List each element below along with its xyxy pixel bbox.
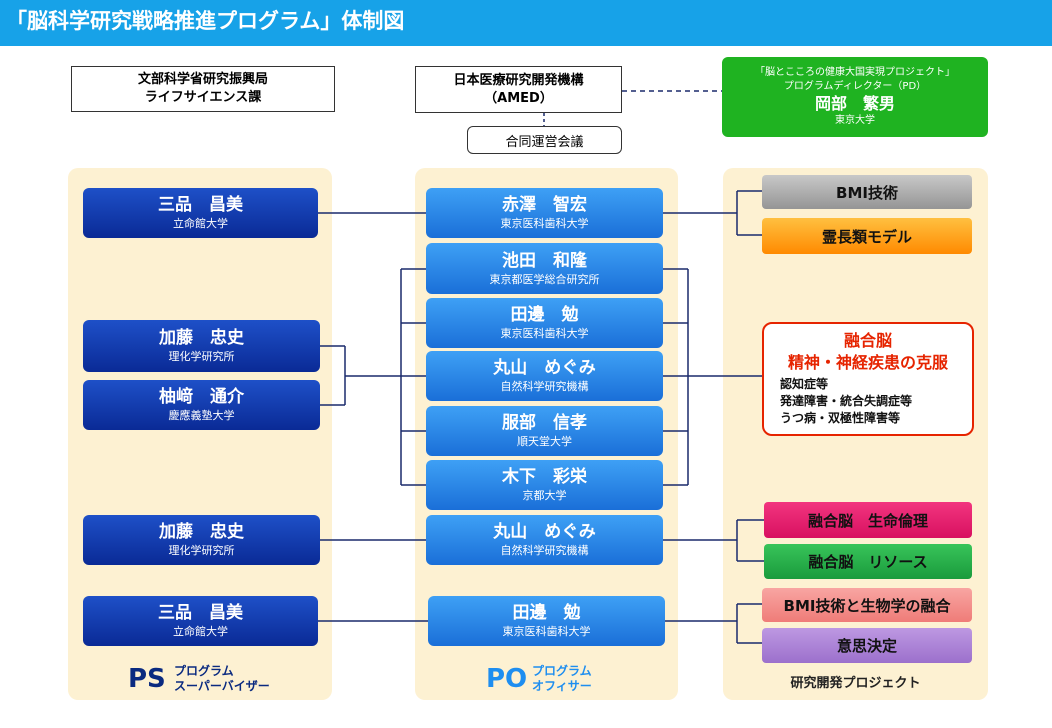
project-footer: 研究開発プロジェクト (790, 676, 921, 691)
po-footer-line1: プログラム (532, 664, 592, 678)
council-box: 合同運営会議 (467, 126, 622, 154)
amed-line1: 日本医療研究開発機構 (453, 72, 584, 88)
pd-title: 「脳とこころの健康大国実現プロジェクト」 (755, 67, 955, 78)
fusion-title: 融合脳 (843, 331, 892, 350)
ps-footer-line1: プログラム (174, 664, 234, 678)
amed-box: 日本医療研究開発機構 （AMED） (415, 66, 622, 113)
po-name: 木下 彩栄 (502, 467, 587, 487)
council-label: 合同運営会議 (505, 134, 584, 150)
po-box-1: 赤澤 智宏 東京医科歯科大学 (426, 188, 663, 238)
fusion-item: 認知症等 (780, 377, 829, 391)
ps-name: 加藤 忠史 (159, 522, 244, 542)
po-affiliation: 東京都医学総合研究所 (489, 272, 600, 286)
po-footer-line2: オフィサー (532, 679, 592, 693)
po-affiliation: 東京医科歯科大学 (502, 625, 591, 638)
project-bmi-bio: BMI技術と生物学の融合 (762, 588, 972, 622)
ps-name: 柚﨑 通介 (159, 387, 244, 407)
po-footer-abbr: PO (486, 664, 528, 694)
project-decision-label: 意思決定 (836, 637, 897, 655)
pd-name: 岡部 繁男 (814, 94, 895, 113)
po-name: 赤澤 智宏 (502, 195, 587, 215)
fusion-item: 発達障害・統合失調症等 (780, 394, 913, 408)
page-title: 「脳科学研究戦略推進プログラム」体制図 (6, 9, 405, 33)
ps-affiliation: 立命館大学 (173, 217, 228, 230)
ps-affiliation: 慶應義塾大学 (168, 409, 235, 422)
ps-affiliation: 立命館大学 (173, 625, 228, 638)
fusion-subtitle: 精神・神経疾患の克服 (787, 353, 948, 372)
po-name: 田邊 勉 (510, 305, 579, 325)
project-resource: 融合脳 リソース (764, 544, 972, 579)
project-fusion: 融合脳 精神・神経疾患の克服 認知症等 発達障害・統合失調症等 うつ病・双極性障… (762, 322, 974, 436)
amed-line2: （AMED） (484, 90, 553, 106)
po-name: 田邊 勉 (512, 603, 581, 623)
po-affiliation: 京都大学 (522, 489, 567, 502)
po-name: 服部 信孝 (502, 413, 587, 433)
ps-footer-line2: スーパーバイザー (174, 679, 270, 693)
mext-box: 文部科学省研究振興局 ライフサイエンス課 (71, 66, 335, 112)
po-box-5: 服部 信孝 順天堂大学 (426, 406, 663, 456)
project-primate: 霊長類モデル (762, 218, 972, 254)
po-box-8: 田邊 勉 東京医科歯科大学 (428, 596, 665, 646)
po-name: 丸山 めぐみ (493, 358, 596, 378)
fusion-item: うつ病・双極性障害等 (780, 411, 901, 425)
po-box-6: 木下 彩栄 京都大学 (426, 460, 663, 510)
ps-footer: PS プログラム スーパーバイザー (128, 662, 328, 696)
project-ethics-label: 融合脳 生命倫理 (807, 511, 928, 530)
ps-box-2: 加藤 忠史 理化学研究所 (83, 320, 320, 372)
ps-box-5: 三品 昌美 立命館大学 (83, 596, 318, 646)
ps-box-4: 加藤 忠史 理化学研究所 (83, 515, 320, 565)
mext-line1: 文部科学省研究振興局 (137, 72, 268, 87)
mext-line2: ライフサイエンス課 (144, 90, 262, 105)
project-resource-label: 融合脳 リソース (808, 553, 928, 571)
ps-name: 三品 昌美 (158, 603, 243, 623)
ps-name: 加藤 忠史 (159, 328, 244, 348)
ps-name: 三品 昌美 (158, 195, 243, 215)
project-bmi: BMI技術 (762, 175, 972, 209)
po-affiliation: 東京医科歯科大学 (500, 327, 589, 340)
po-box-3: 田邊 勉 東京医科歯科大学 (426, 298, 663, 348)
project-bmi-label: BMI技術 (836, 183, 898, 202)
project-bmi-bio-label: BMI技術と生物学の融合 (783, 596, 951, 615)
ps-affiliation: 理化学研究所 (168, 350, 235, 363)
po-box-7: 丸山 めぐみ 自然科学研究機構 (426, 515, 663, 565)
project-primate-label: 霊長類モデル (821, 227, 912, 246)
po-footer: PO プログラム オフィサー (486, 662, 676, 696)
po-box-2: 池田 和隆 東京都医学総合研究所 (426, 243, 663, 294)
ps-box-3: 柚﨑 通介 慶應義塾大学 (83, 380, 320, 430)
project-ethics: 融合脳 生命倫理 (764, 502, 972, 538)
po-name: 丸山 めぐみ (493, 522, 596, 542)
pd-box: 「脳とこころの健康大国実現プロジェクト」 プログラムディレクター（PD） 岡部 … (722, 57, 988, 137)
po-affiliation: 東京医科歯科大学 (500, 217, 589, 230)
ps-box-1: 三品 昌美 立命館大学 (83, 188, 318, 238)
po-name: 池田 和隆 (502, 250, 587, 271)
po-affiliation: 自然科学研究機構 (500, 544, 589, 557)
ps-affiliation: 理化学研究所 (168, 544, 235, 557)
po-box-4: 丸山 めぐみ 自然科学研究機構 (426, 351, 663, 401)
po-affiliation: 自然科学研究機構 (500, 380, 589, 393)
pd-subtitle: プログラムディレクター（PD） (783, 81, 927, 92)
header-bar (0, 0, 1052, 46)
project-decision: 意思決定 (762, 628, 972, 663)
pd-affiliation: 東京大学 (835, 115, 875, 126)
ps-footer-abbr: PS (128, 664, 166, 694)
po-affiliation: 順天堂大学 (517, 435, 572, 448)
